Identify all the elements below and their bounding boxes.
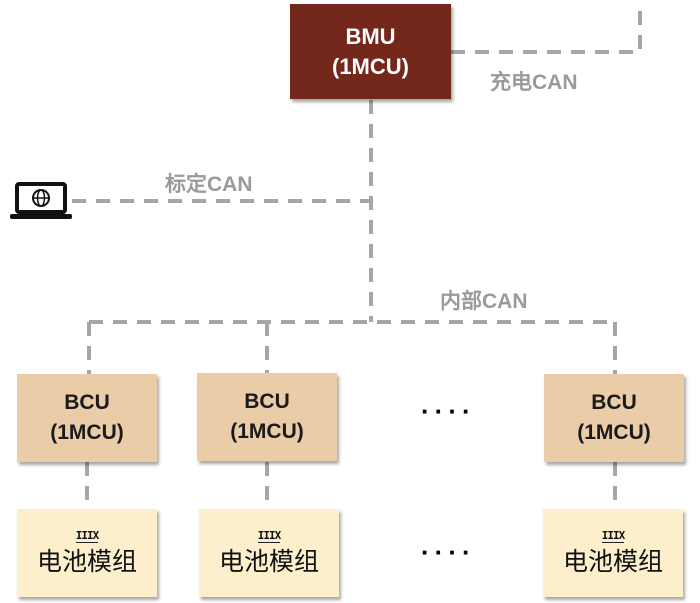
battery-module-label: 电池模组	[218, 546, 319, 576]
charging-can-label: 充电CAN	[490, 71, 578, 94]
battery-module-node: IIIX 电池模组	[17, 509, 157, 597]
battery-module-node: IIIX 电池模组	[199, 509, 339, 597]
charging-can-line	[451, 8, 642, 54]
bcu-node: BCU (1MCU)	[197, 373, 337, 461]
internal-can-label: 内部CAN	[440, 290, 528, 313]
battery-module-node: IIIX 电池模组	[543, 509, 683, 597]
bcu-node: BCU (1MCU)	[544, 374, 684, 462]
battery-module-icon: IIIX	[75, 528, 99, 543]
bcu-name: BCU	[244, 390, 290, 413]
bcu-sub: (1MCU)	[50, 421, 124, 444]
bcu-name: BCU	[64, 391, 110, 414]
bmu-sub: (1MCU)	[332, 53, 409, 79]
bcu-name: BCU	[591, 391, 637, 414]
bcu-ellipsis: ····	[421, 396, 476, 426]
bmu-node: BMU (1MCU)	[290, 4, 451, 99]
battery-module-label: 电池模组	[562, 546, 663, 576]
calibration-can-label: 标定CAN	[165, 173, 253, 196]
module-ellipsis: ····	[421, 537, 476, 567]
bcu-node: BCU (1MCU)	[17, 374, 157, 462]
bmu-name: BMU	[345, 23, 396, 49]
battery-module-icon: IIIX	[257, 528, 281, 543]
battery-module-label: 电池模组	[36, 546, 137, 576]
bcu-sub: (1MCU)	[230, 420, 304, 443]
laptop-globe-icon	[10, 182, 72, 219]
battery-module-icon: IIIX	[601, 528, 625, 543]
bcu-sub: (1MCU)	[577, 421, 651, 444]
